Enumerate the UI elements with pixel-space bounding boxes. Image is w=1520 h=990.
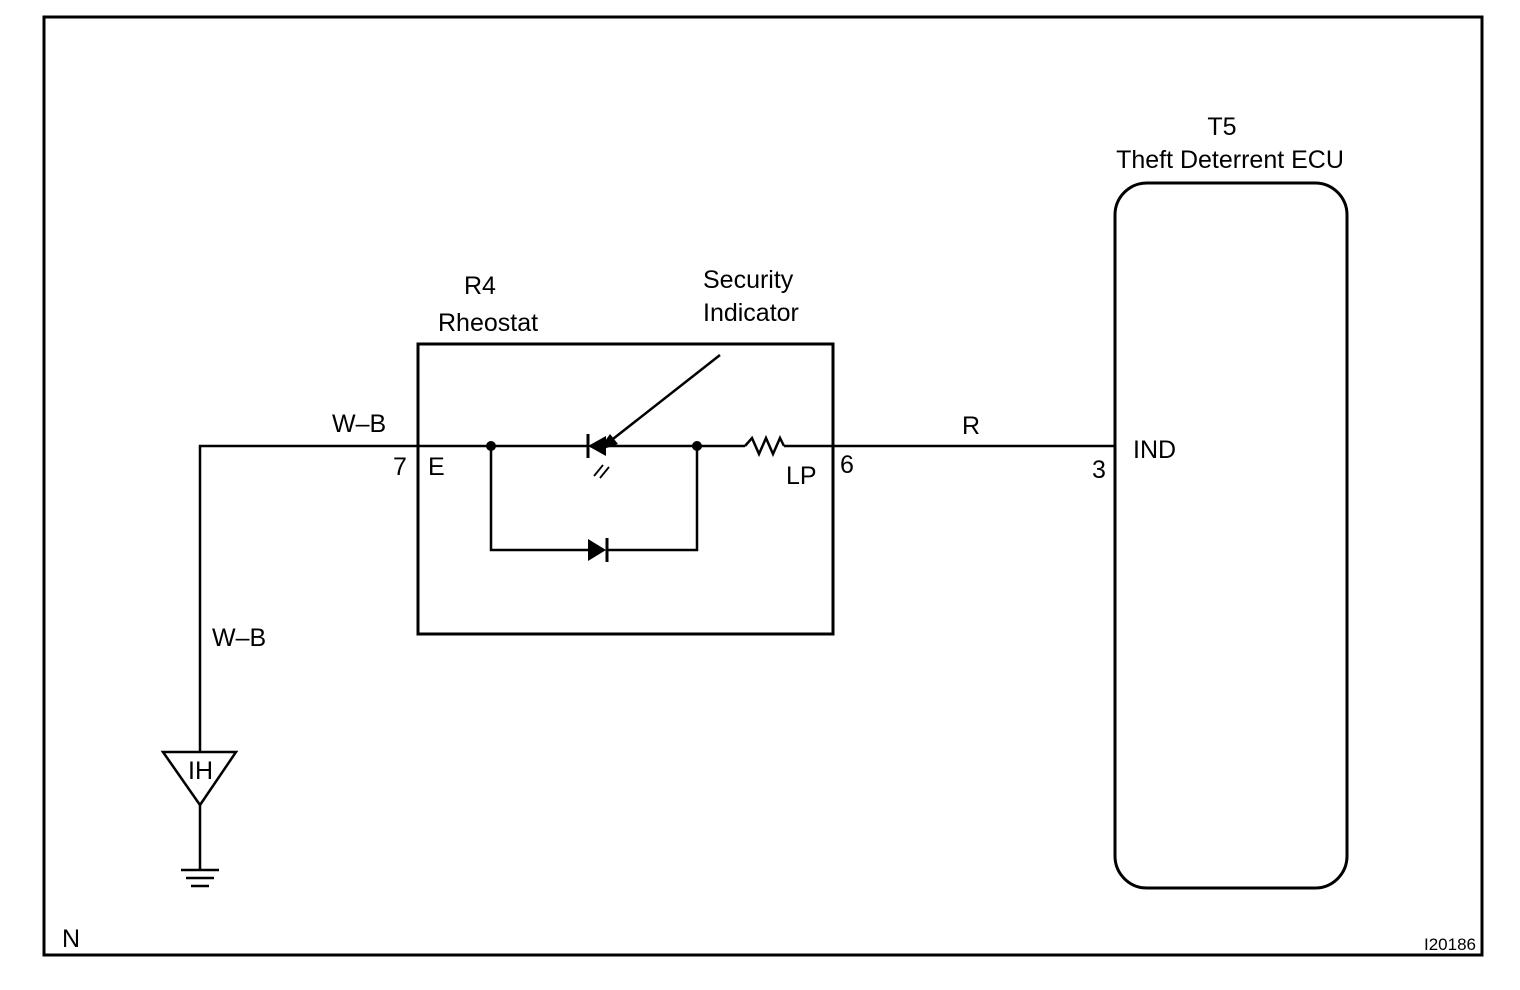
diagram-frame	[42, 15, 1484, 957]
ecu-block	[1113, 181, 1349, 890]
resistor-symbol	[744, 434, 786, 458]
wire-label-top-left: W–B	[332, 410, 386, 438]
ground-label: IH	[188, 757, 213, 785]
ecu-code: T5	[1207, 113, 1236, 141]
wire-label-vertical-left: W–B	[212, 624, 266, 652]
ecu-terminal-name: IND	[1133, 436, 1176, 464]
diode-symbol	[588, 538, 609, 562]
indicator-label-line1: Security	[703, 266, 794, 294]
rheostat-right-terminal-name: LP	[786, 462, 817, 490]
rheostat-right-terminal-number: 6	[840, 451, 854, 479]
wire-w-b	[198, 444, 418, 752]
rheostat-left-terminal-name: E	[428, 453, 445, 481]
ground-symbol	[181, 868, 219, 888]
ground-point-ih: IH	[160, 750, 239, 870]
rheostat-left-terminal-number: 7	[393, 453, 407, 481]
rheostat-block	[416, 342, 835, 636]
indicator-label-line2: Indicator	[703, 299, 799, 327]
diagram-id: I20186	[1424, 935, 1476, 954]
led-symbol	[586, 434, 610, 479]
rheostat-code: R4	[464, 272, 496, 300]
diode-branch-left	[489, 446, 588, 552]
indicator-pointer-line	[603, 354, 721, 447]
ecu-terminal-number: 3	[1092, 456, 1106, 484]
rheostat-name: Rheostat	[438, 309, 538, 337]
wire-label-right: R	[962, 412, 980, 440]
diode-branch-right	[608, 446, 699, 552]
footer-corner-label: N	[62, 925, 80, 953]
ecu-name: Theft Deterrent ECU	[1116, 146, 1344, 174]
